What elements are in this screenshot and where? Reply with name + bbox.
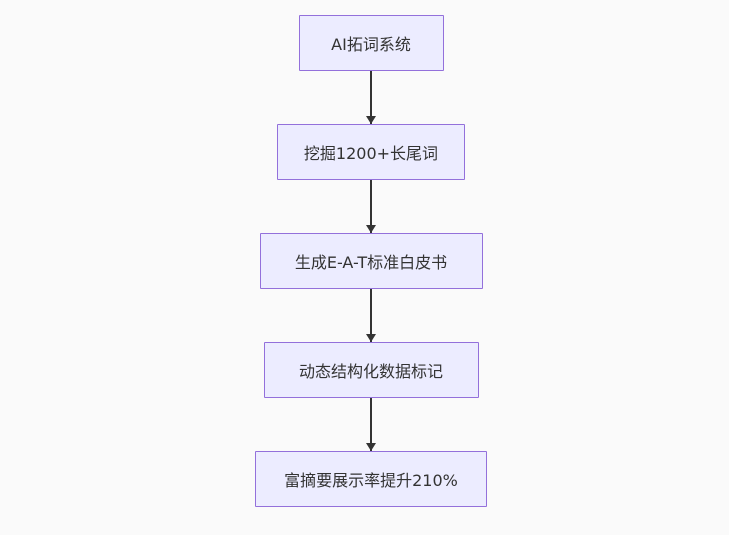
down-arrow-1 [370, 71, 372, 124]
flow-node-eat-whitepaper: 生成E-A-T标准白皮书 [259, 233, 483, 289]
flow-node-structured-data-markup: 动态结构化数据标记 [263, 342, 479, 398]
down-arrow-4 [370, 398, 372, 451]
flow-node-rich-snippet-result: 富摘要展示率提升210% [255, 451, 487, 507]
flow-node-longtail-mining: 挖掘1200+长尾词 [277, 124, 465, 180]
down-arrow-2 [370, 180, 372, 233]
flow-node-ai-keyword-system: AI拓词系统 [298, 15, 444, 71]
flowchart: AI拓词系统 挖掘1200+长尾词 生成E-A-T标准白皮书 动态结构化数据标记… [255, 15, 487, 507]
down-arrow-3 [370, 289, 372, 342]
